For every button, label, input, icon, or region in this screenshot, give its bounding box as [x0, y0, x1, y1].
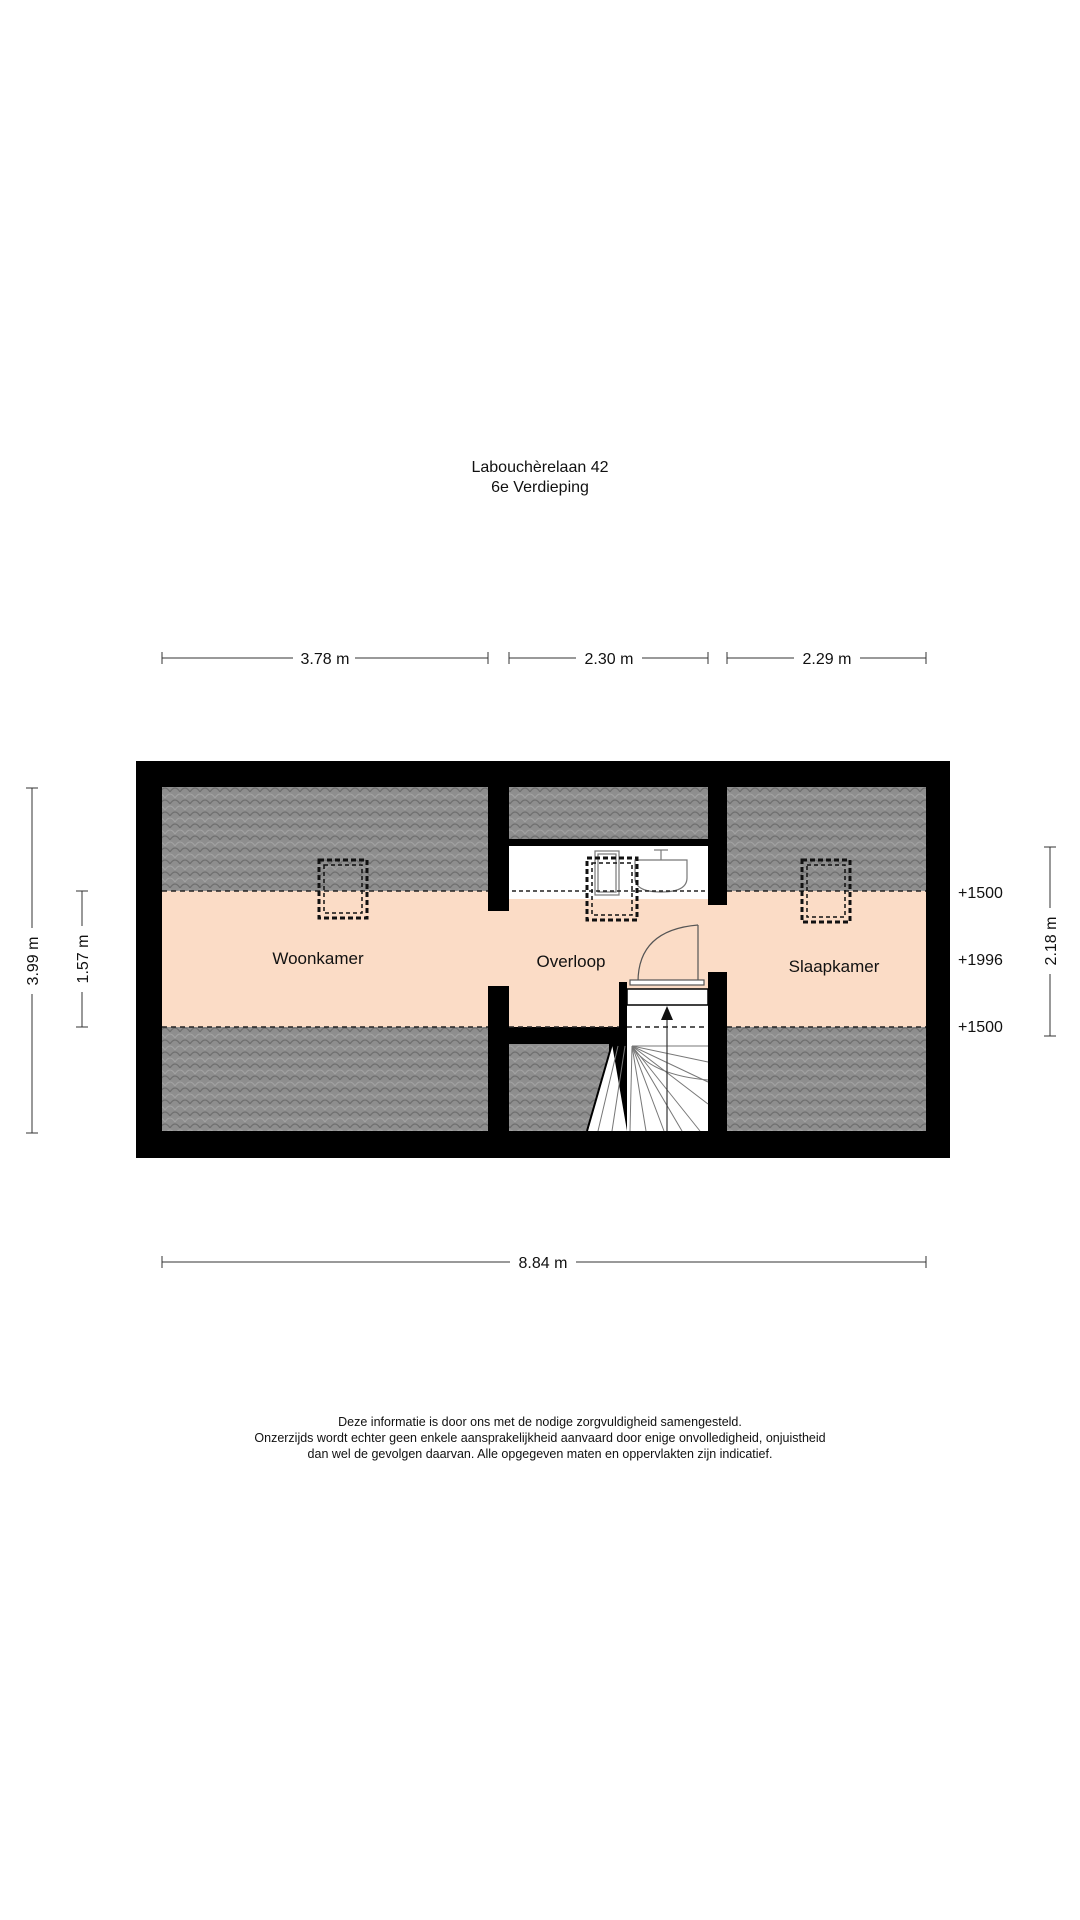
skylight-woonkamer [317, 858, 369, 920]
dimension-label: 2.29 m [803, 651, 852, 668]
disclaimer-line: dan wel de gevolgen daarvan. Alle opgege… [307, 1447, 773, 1461]
room-label-woonkamer: Woonkamer [272, 949, 364, 968]
staircase [586, 988, 709, 1132]
address-title: Labouchèrelaan 42 [471, 459, 609, 476]
dimension-label: 2.30 m [585, 651, 634, 668]
height-marker-middle: +1996 [958, 952, 1003, 969]
skylight-slaapkamer [800, 858, 852, 924]
washroom-wall [509, 839, 708, 846]
stair-direction-arrow-icon [661, 1006, 673, 1020]
dimension-label: 3.78 m [301, 651, 350, 668]
wall-left-lower [488, 986, 509, 1132]
disclaimer-line: Onzerzijds wordt echter geen enkele aans… [254, 1431, 826, 1445]
dimension-left-outer: 3.99 m [22, 787, 42, 1134]
dimension-left-inner: 1.57 m [72, 890, 92, 1028]
dimension-right: 2.18 m [1040, 846, 1060, 1037]
room-label-slaapkamer: Slaapkamer [789, 957, 880, 976]
dimension-label: 2.18 m [1043, 917, 1060, 966]
height-lines [162, 890, 926, 1028]
sink-fixture [594, 849, 688, 896]
disclaimer: Deze informatie is door ons met de nodig… [0, 1414, 1080, 1462]
roof-tiles-bottom-right [727, 1027, 926, 1131]
wall-stair-left [619, 982, 627, 1042]
dimension-top-left: 3.78 m [161, 648, 489, 668]
door-swing [629, 924, 705, 986]
wall-left-upper [488, 787, 509, 911]
dimension-bottom-total: 8.84 m [161, 1252, 927, 1272]
dimension-label: 1.57 m [75, 935, 92, 984]
room-label-overloop: Overloop [537, 952, 606, 971]
roof-tiles-top-right [727, 787, 926, 891]
height-marker-lower: +1500 [958, 1019, 1003, 1036]
dimension-top-middle: 2.30 m [508, 648, 709, 668]
dimension-label: 3.99 m [25, 937, 42, 986]
floor-area [162, 891, 926, 1027]
washroom-area [509, 845, 708, 899]
disclaimer-line: Deze informatie is door ons met de nodig… [338, 1415, 742, 1429]
wall-right-upper [708, 787, 727, 905]
roof-tiles-top-middle [509, 787, 708, 839]
wall-right-lower [708, 972, 727, 1132]
dimension-label: 8.84 m [519, 1255, 568, 1272]
roof-tiles-bottom-left [162, 1027, 488, 1131]
dimension-top-right: 2.29 m [726, 648, 927, 668]
height-marker-upper: +1500 [958, 885, 1003, 902]
skylight-overloop [585, 856, 639, 922]
wall-stair-top [509, 1036, 612, 1044]
floor-title: 6e Verdieping [491, 479, 589, 496]
roof-tiles-top-left [162, 787, 488, 891]
